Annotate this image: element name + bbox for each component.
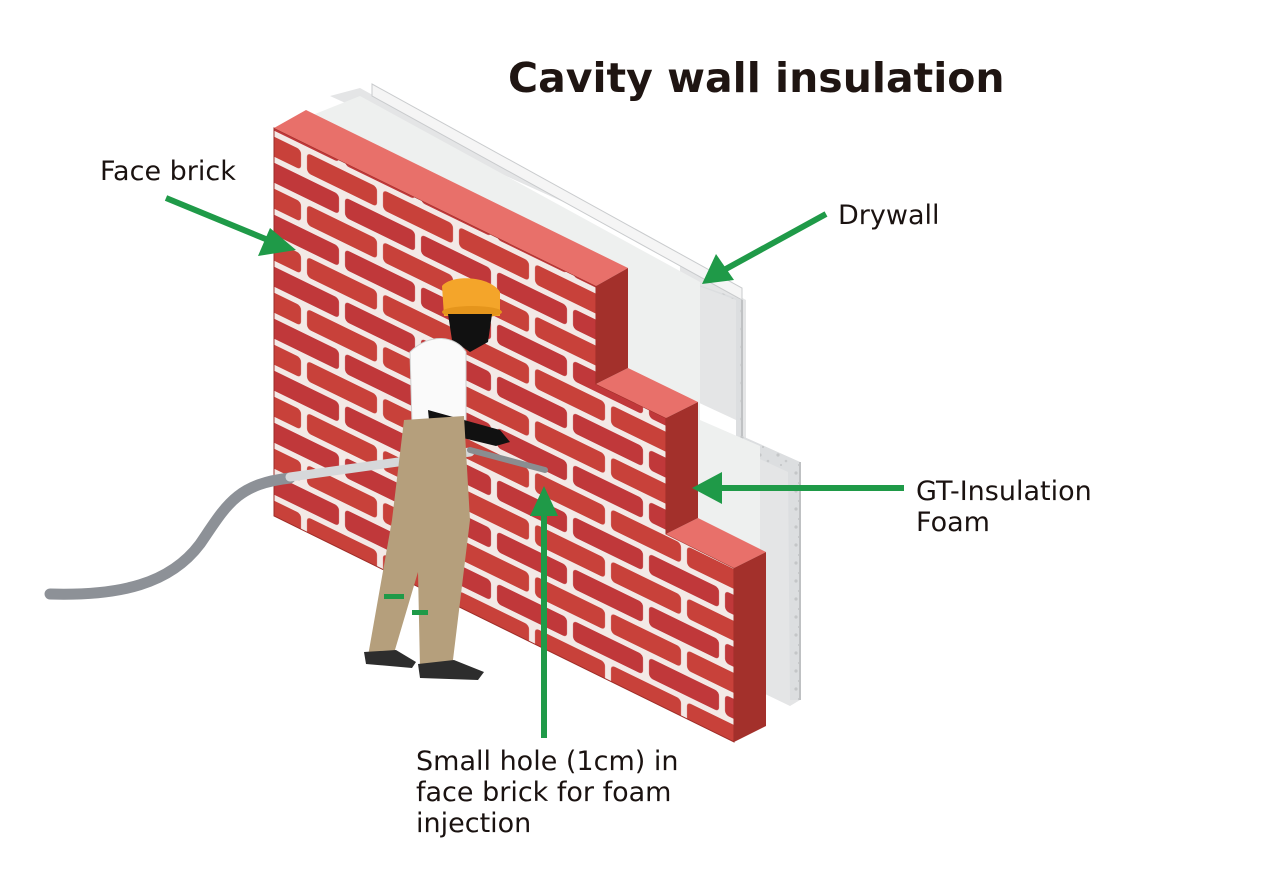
label-insulation-foam: GT-Insulation Foam [916,476,1092,538]
pointer-arrows [164,195,904,738]
label-foam-line-1: GT-Insulation [916,476,1092,507]
arrow-drywall [702,211,828,284]
arrow-injection-hole [530,486,558,738]
label-hole-line-3: injection [416,808,532,839]
label-face-brick: Face brick [100,156,236,187]
label-hole-line-1: Small hole (1cm) in [416,746,679,777]
diagram-title: Cavity wall insulation [508,54,1005,102]
worker-figure [364,278,510,680]
label-injection-hole: Small hole (1cm) in face brick for foam … [416,746,679,839]
label-foam-line-2: Foam [916,507,990,538]
arrow-foam [692,472,904,504]
label-hole-line-2: face brick for foam [416,777,672,808]
label-drywall: Drywall [838,200,940,231]
arrow-face-brick [164,195,296,256]
